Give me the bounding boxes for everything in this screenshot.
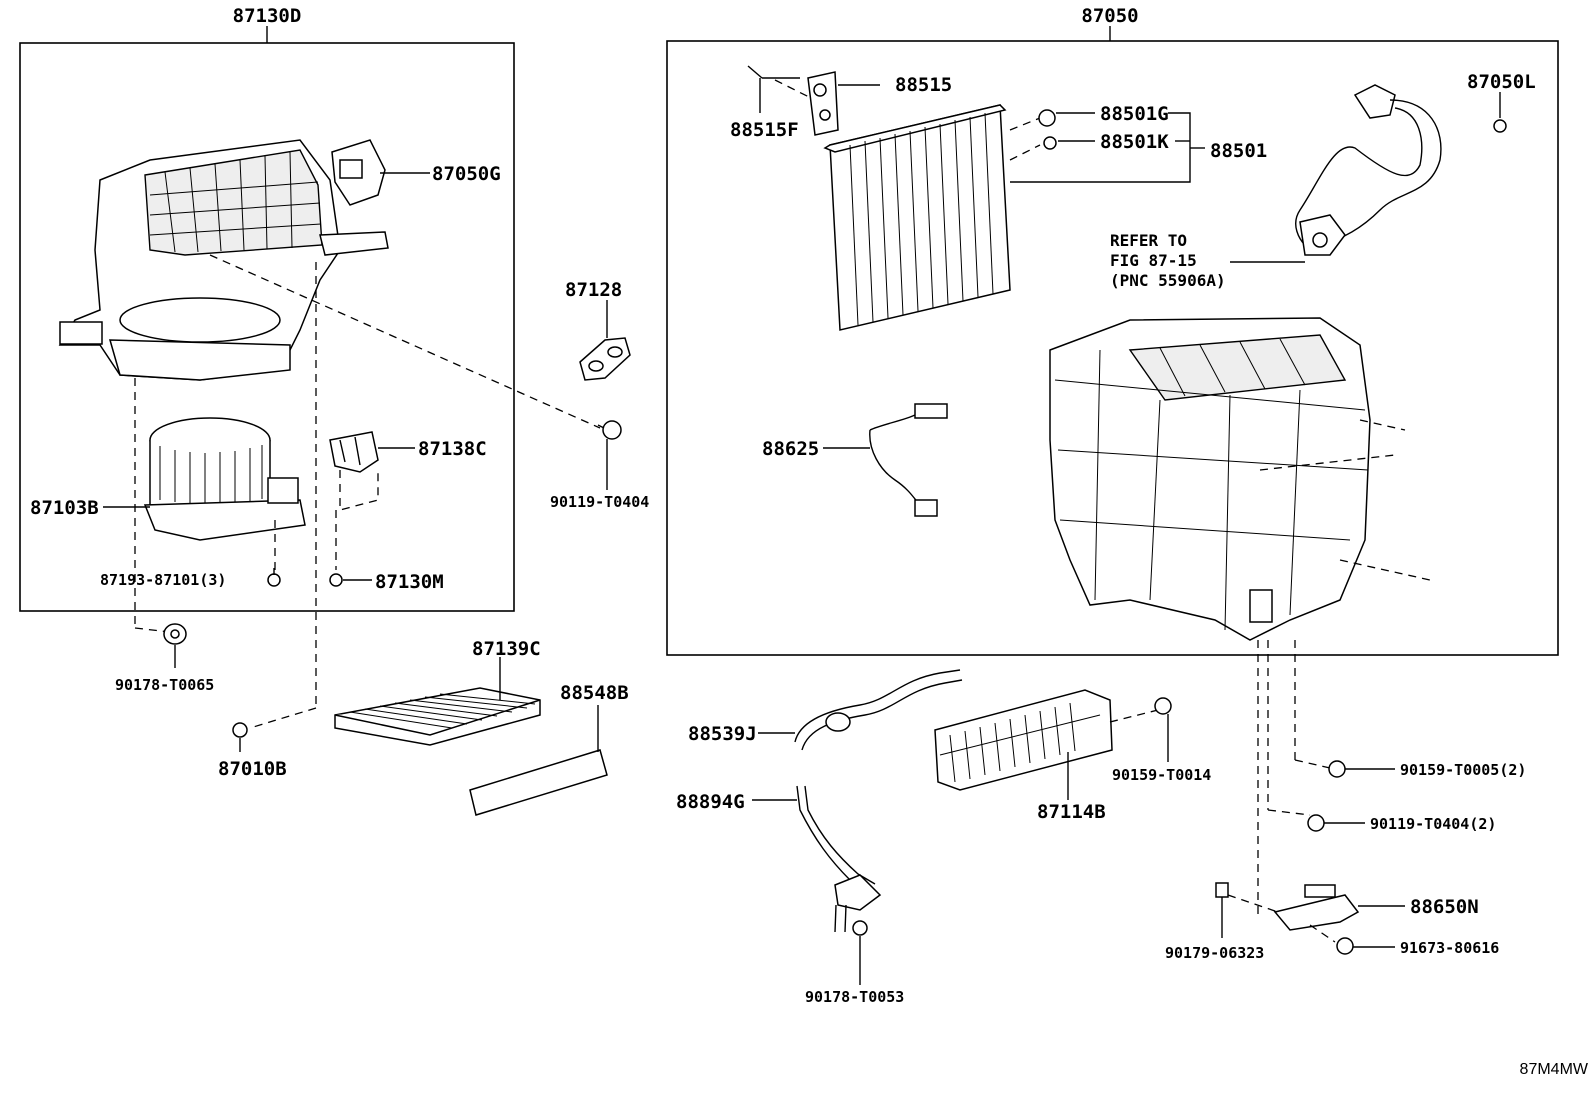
label-87010b: 87010B <box>218 758 287 780</box>
label-87050: 87050 <box>1081 5 1138 27</box>
o-ring-88501k <box>1043 136 1057 150</box>
clip-87010b-illustration <box>232 722 248 752</box>
label-88894g: 88894G <box>676 791 745 813</box>
seal-87128-illustration <box>579 300 631 381</box>
label-90159-t0014: 90159-T0014 <box>1112 766 1211 784</box>
figure-id: 87M4MW <box>1520 1061 1589 1078</box>
label-87128: 87128 <box>565 279 622 301</box>
screw-90119-t0404-2-illustration <box>1307 814 1365 832</box>
filter-87139c-illustration <box>334 657 541 746</box>
screw-90159-t0005-illustration <box>1328 760 1395 778</box>
actuator-87050g-illustration <box>331 139 386 206</box>
right-assembly-box <box>666 40 1559 656</box>
label-87050g: 87050G <box>432 163 501 185</box>
evaporator-88501-illustration <box>823 104 1011 331</box>
label-88515: 88515 <box>895 74 952 96</box>
screw-90159-t0014-illustration <box>1154 697 1172 762</box>
refer-note-line3: (PNC 55906A) <box>1110 271 1226 290</box>
label-87050l: 87050L <box>1467 71 1536 93</box>
hvac-case-illustration <box>1049 317 1371 641</box>
drain-hose-illustration <box>752 669 963 933</box>
sensor-88625-illustration <box>823 403 948 517</box>
label-90178-t0053: 90178-T0053 <box>805 988 904 1006</box>
refer-note-line1: REFER TO <box>1110 231 1187 250</box>
label-87114b: 87114B <box>1037 801 1106 823</box>
label-88548b: 88548B <box>560 682 629 704</box>
clip-90179-06323-illustration <box>1215 882 1229 938</box>
label-90119-t0404-2: 90119-T0404(2) <box>1370 815 1496 833</box>
label-88650n: 88650N <box>1410 896 1479 918</box>
screw-87130m-illustration <box>329 573 372 587</box>
screw-87193-illustration <box>267 520 281 587</box>
label-90159-t0005: 90159-T0005(2) <box>1400 761 1526 779</box>
cover-88548b-illustration <box>469 705 608 816</box>
bracket-88650n-illustration <box>1273 884 1405 931</box>
label-90179-06323: 90179-06323 <box>1165 944 1264 962</box>
label-88501g: 88501G <box>1100 103 1169 125</box>
label-88501k: 88501K <box>1100 131 1169 153</box>
label-87138c: 87138C <box>418 438 487 460</box>
expansion-valve-88515-illustration <box>807 71 880 136</box>
label-88501: 88501 <box>1210 140 1267 162</box>
blower-motor-illustration <box>143 417 306 541</box>
refer-note-line2: FIG 87-15 <box>1110 251 1197 270</box>
label-87103b: 87103B <box>30 497 99 519</box>
label-87193-87101: 87193-87101(3) <box>100 571 226 589</box>
label-87130m: 87130M <box>375 571 444 593</box>
label-91673-80616: 91673-80616 <box>1400 939 1499 957</box>
bolt-88515f-illustration <box>747 65 800 113</box>
label-90119-t0404: 90119-T0404 <box>550 493 649 511</box>
label-88625: 88625 <box>762 438 819 460</box>
nut-90178-t0053-illustration <box>852 920 868 985</box>
label-90178-t0065: 90178-T0065 <box>115 676 214 694</box>
label-87130d: 87130D <box>233 5 302 27</box>
screw-87050l-illustration <box>1493 92 1507 133</box>
harness-55906a-illustration <box>1295 84 1442 256</box>
label-87139c: 87139C <box>472 638 541 660</box>
clip-90178-t0065-illustration <box>163 623 187 668</box>
o-ring-88501g <box>1038 109 1056 127</box>
screw-90119-t0404-illustration <box>597 420 622 490</box>
label-88539j: 88539J <box>688 723 757 745</box>
label-88515f: 88515F <box>730 119 799 141</box>
heater-core-87114b-illustration <box>934 689 1113 800</box>
screw-91673-80616-illustration <box>1336 937 1395 955</box>
resistor-87138c-illustration <box>329 431 379 473</box>
blower-housing-illustration <box>58 139 389 381</box>
